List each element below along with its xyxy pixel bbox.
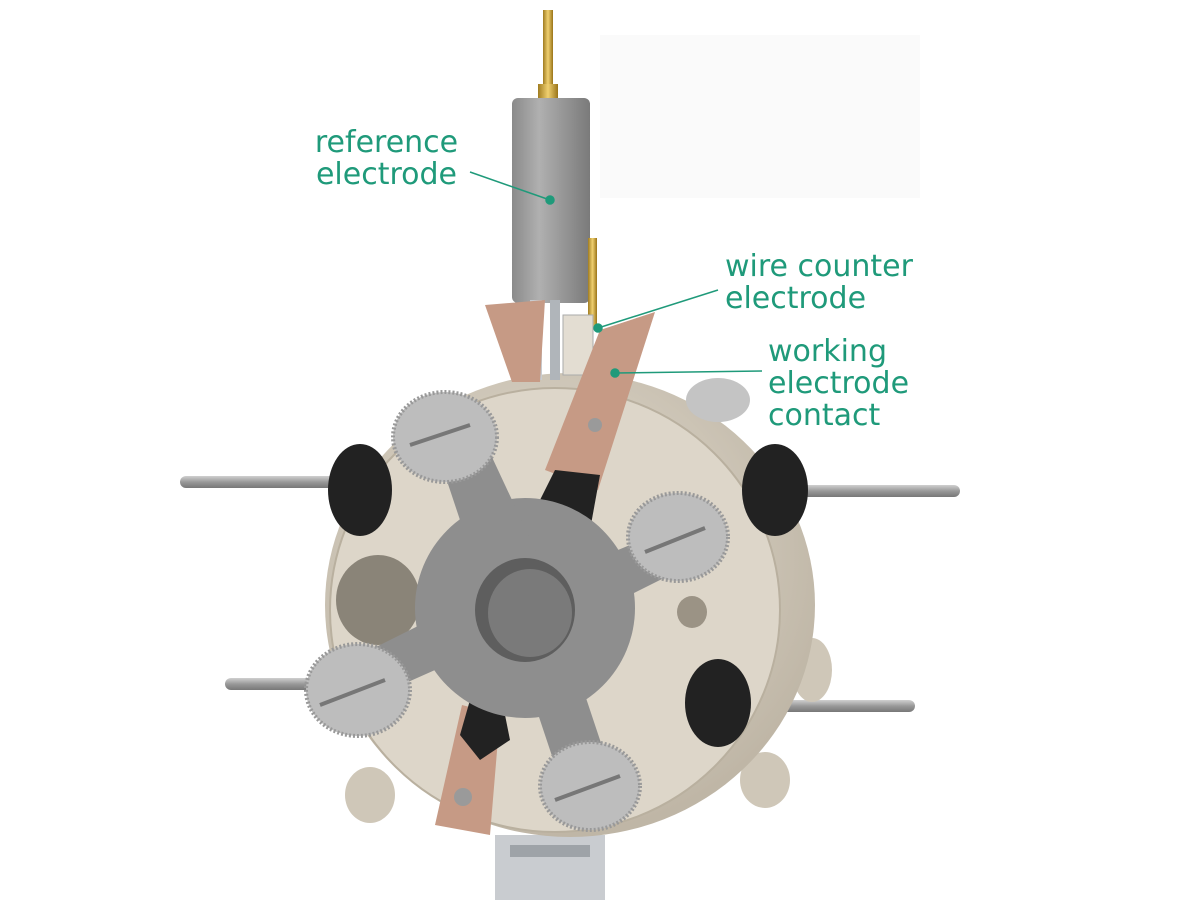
rod-left-upper [180, 476, 340, 488]
working-electrode-contact [545, 312, 655, 490]
knob-bottom-left [304, 642, 412, 738]
copper-contact-top-left [485, 300, 545, 382]
background-panel [600, 35, 920, 198]
stand-post [495, 835, 605, 900]
knob-top-right [686, 378, 750, 422]
black-knob-right [742, 444, 808, 536]
counter-electrode-pin [588, 238, 597, 328]
label-line: electrode [768, 366, 910, 401]
knob-top-left [391, 390, 499, 484]
label-line: electrode [725, 281, 867, 316]
leader-lines [469, 171, 763, 378]
label-line: working [768, 334, 887, 369]
knob-bottom [538, 740, 642, 832]
port-bottom-left [345, 767, 395, 823]
port-bottom-right [740, 752, 790, 808]
label-line: reference [314, 125, 459, 160]
rod-left-lower [225, 678, 315, 690]
label-line: electrode [315, 157, 458, 192]
black-knob-left [328, 444, 392, 536]
side-hole [336, 555, 420, 645]
label-line: wire counter [725, 249, 913, 284]
reference-electrode-pin [543, 10, 553, 100]
rod-right-upper [790, 485, 960, 497]
knob-right [626, 491, 730, 583]
black-knob-lower-right [685, 659, 751, 747]
label-line: contact [768, 398, 881, 433]
